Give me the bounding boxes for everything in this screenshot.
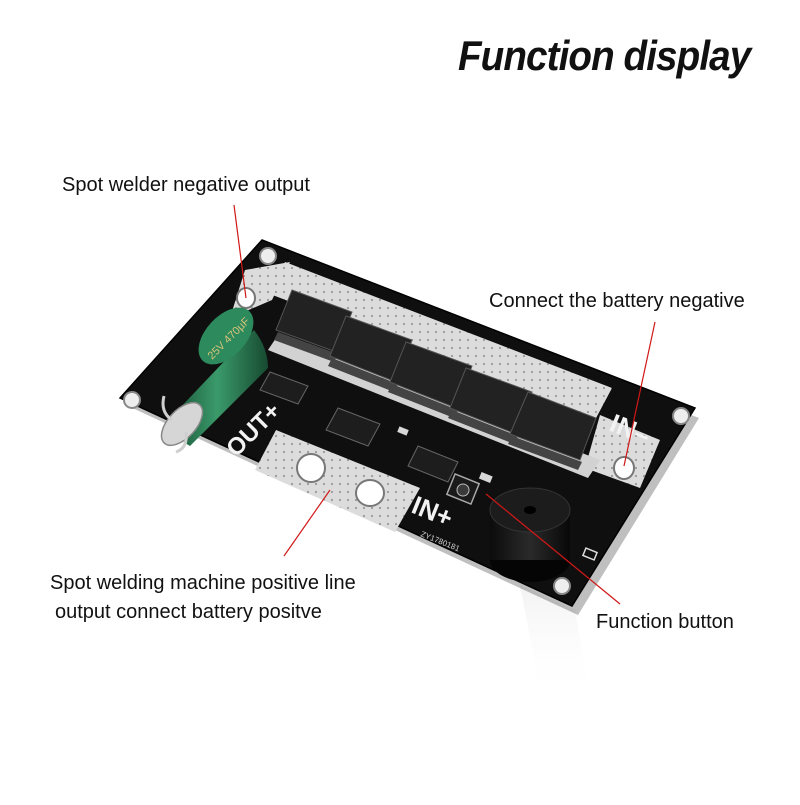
leader-line-function-button (485, 493, 621, 605)
leader-line-negative-output (233, 204, 247, 299)
buzzer-icon (489, 487, 571, 582)
positive-solder-hole (296, 453, 326, 483)
mount-hole (259, 247, 277, 265)
label-function-button: Function button (596, 611, 734, 633)
positive-copper-pad (255, 430, 420, 532)
leader-line-battery-negative (623, 321, 656, 467)
mosfet-icon (508, 391, 597, 470)
smd-resistor (397, 426, 409, 436)
smd-footprint (581, 547, 599, 561)
regulator-chip (325, 407, 381, 447)
label-positive-line: Spot welding machine positive line (50, 572, 356, 594)
diode-chip (259, 371, 309, 405)
page-title: Function display (458, 32, 751, 79)
in-negative-pad (585, 415, 660, 488)
smd-led (478, 471, 493, 483)
mount-hole (672, 407, 690, 425)
capacitor-icon: 25V 470µF (160, 307, 268, 454)
negative-copper-rail (270, 262, 612, 420)
positive-solder-hole (355, 479, 385, 507)
board-reflection (520, 585, 590, 700)
controller-chip (407, 445, 459, 483)
label-positive-line-continued: output connect battery positve (55, 601, 322, 623)
mosfet-icon (274, 289, 353, 362)
label-battery-negative: Connect the battery negative (489, 290, 745, 312)
tactile-button-icon[interactable] (445, 472, 481, 506)
mount-hole (123, 391, 141, 409)
in-negative-hole (613, 456, 635, 480)
mount-hole (553, 577, 571, 595)
leader-line-positive-output (283, 489, 331, 557)
label-negative-output: Spot welder negative output (62, 174, 310, 196)
